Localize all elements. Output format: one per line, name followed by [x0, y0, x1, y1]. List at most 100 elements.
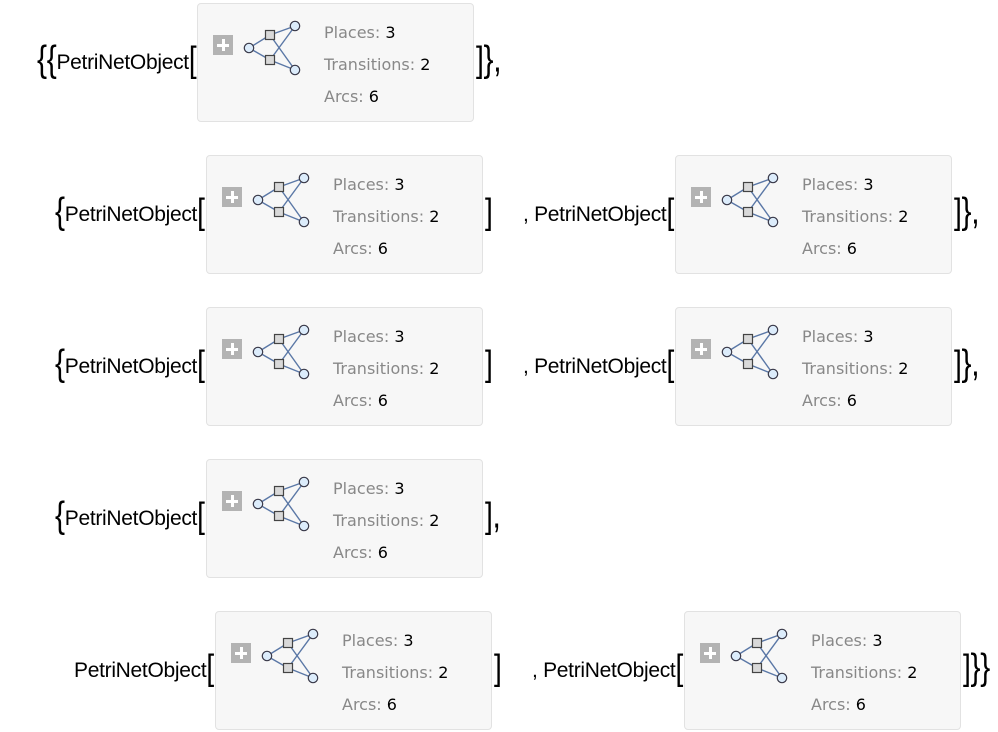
petri-net-thumbnail-icon [261, 628, 319, 684]
places-field: Places: 3 [811, 631, 883, 650]
open-bracket: [ [675, 647, 683, 688]
expand-plus-icon[interactable] [222, 187, 242, 207]
places-label: Places: [333, 175, 390, 194]
arc [756, 633, 783, 669]
transition-node [273, 333, 285, 345]
place-node [730, 650, 742, 662]
place-node [298, 172, 310, 184]
places-value: 3 [394, 479, 405, 498]
arc [287, 642, 314, 679]
transitions-value: 2 [898, 207, 909, 226]
arcs-label: Arcs: [333, 391, 373, 410]
separator-comma: , [523, 355, 535, 378]
petri-net-head: PetriNetObject[ [74, 648, 214, 687]
places-label: Places: [342, 631, 399, 650]
expand-plus-icon[interactable] [222, 491, 242, 511]
open-brace: {{ [37, 38, 57, 80]
places-label: Places: [811, 631, 868, 650]
arcs-field: Arcs: 6 [342, 695, 397, 714]
place-node [261, 650, 273, 662]
transitions-label: Transitions: [333, 359, 425, 378]
arc [287, 633, 314, 669]
place-node [252, 194, 264, 206]
transitions-label: Transitions: [333, 511, 425, 530]
expand-plus-icon[interactable] [213, 35, 233, 55]
expand-plus-icon[interactable] [231, 643, 251, 663]
arcs-label: Arcs: [802, 239, 842, 258]
expand-plus-icon[interactable] [222, 339, 242, 359]
arcs-label: Arcs: [802, 391, 842, 410]
transition-node [273, 510, 285, 522]
petri-net-summary-box[interactable]: Places: 3 Transitions: 2 Arcs: 6 [215, 611, 492, 730]
place-node [298, 216, 310, 228]
transitions-label: Transitions: [333, 207, 425, 226]
transitions-value: 2 [907, 663, 918, 682]
transition-node [282, 662, 294, 674]
places-value: 3 [385, 23, 396, 42]
head-label: PetriNetObject [64, 507, 198, 530]
arcs-field: Arcs: 6 [333, 239, 388, 258]
petri-net-head: {{PetriNetObject[ [37, 40, 197, 79]
transitions-value: 2 [438, 663, 449, 682]
open-bracket: [ [197, 191, 205, 232]
place-node [776, 628, 788, 640]
places-label: Places: [333, 479, 390, 498]
separator-comma: , [523, 203, 535, 226]
arcs-value: 6 [846, 239, 857, 258]
open-brace: { [55, 342, 65, 384]
expand-plus-icon[interactable] [700, 643, 720, 663]
arcs-label: Arcs: [342, 695, 382, 714]
places-field: Places: 3 [342, 631, 414, 650]
open-bracket: [ [206, 647, 214, 688]
close-bracket-group: ] [485, 192, 493, 231]
arcs-value: 6 [846, 391, 857, 410]
transitions-label: Transitions: [811, 663, 903, 682]
close-bracket: ] [485, 495, 493, 536]
transitions-field: Transitions: 2 [342, 663, 448, 682]
transition-node [273, 358, 285, 370]
place-node [307, 672, 319, 684]
expand-plus-icon[interactable] [691, 187, 711, 207]
arcs-value: 6 [386, 695, 397, 714]
places-value: 3 [872, 631, 883, 650]
places-label: Places: [333, 327, 390, 346]
expand-plus-icon[interactable] [691, 339, 711, 359]
transitions-field: Transitions: 2 [802, 207, 908, 226]
head-label: PetriNetObject [64, 203, 198, 226]
arcs-label: Arcs: [333, 239, 373, 258]
close-bracket-group: ] [485, 344, 493, 383]
arc [747, 177, 774, 213]
places-field: Places: 3 [333, 479, 405, 498]
petri-net-head: {PetriNetObject[ [55, 496, 205, 535]
close-bracket-group: ]}, [954, 192, 980, 231]
petri-net-thumbnail-icon [721, 172, 779, 228]
close-bracket-group: ] [494, 648, 502, 687]
transitions-field: Transitions: 2 [802, 359, 908, 378]
arcs-field: Arcs: 6 [324, 87, 379, 106]
arcs-value: 6 [855, 695, 866, 714]
transitions-label: Transitions: [802, 359, 894, 378]
close-bracket: ] [494, 647, 502, 688]
place-node [289, 20, 301, 32]
petri-net-head: {PetriNetObject[ [55, 192, 205, 231]
places-value: 3 [863, 327, 874, 346]
places-label: Places: [802, 175, 859, 194]
close-brace: , [492, 494, 501, 536]
place-node [298, 368, 310, 380]
arcs-field: Arcs: 6 [802, 391, 857, 410]
arcs-label: Arcs: [333, 543, 373, 562]
arc [278, 186, 305, 223]
close-brace: }, [483, 38, 502, 80]
petri-net-head: , PetriNetObject[ [523, 192, 674, 231]
places-value: 3 [394, 175, 405, 194]
